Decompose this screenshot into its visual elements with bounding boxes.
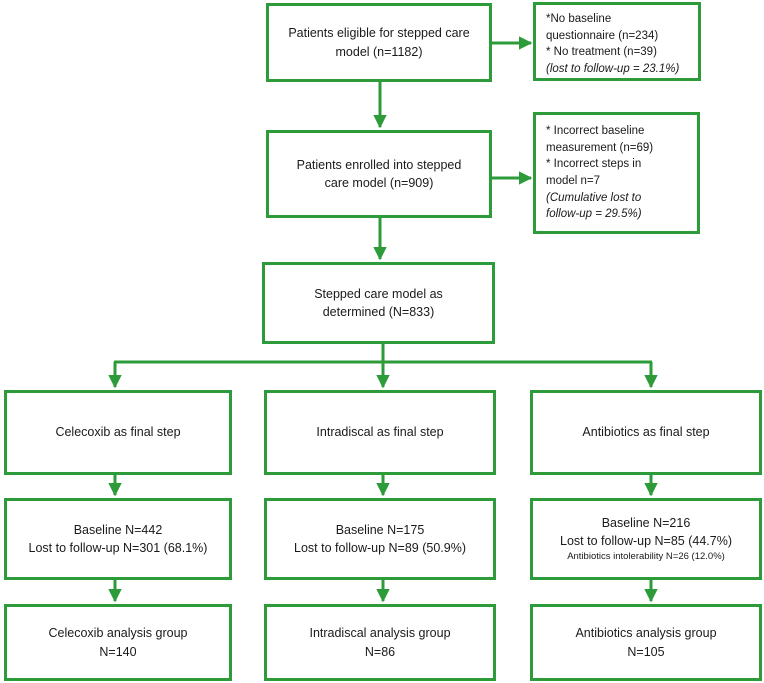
intradiscal-analysis-label: Intradiscal analysis group <box>309 626 451 641</box>
antibiotics-final-step-label: Antibiotics as final step <box>582 425 710 440</box>
exclusion-box-2: * Incorrect baseline measurement (n=69) … <box>533 112 700 234</box>
antibiotics-baseline-box: Baseline N=216 Lost to follow-up N=85 (4… <box>530 498 762 580</box>
intradiscal-lost: Lost to follow-up N=89 (50.9%) <box>294 541 466 555</box>
celecoxib-final-step-label: Celecoxib as final step <box>55 425 181 440</box>
eligible-line-1: Patients eligible for stepped care <box>288 26 470 41</box>
celecoxib-final-step-box: Celecoxib as final step <box>4 390 232 475</box>
antibiotics-analysis-n: N=105 <box>627 644 665 659</box>
intradiscal-baseline-box: Baseline N=175 Lost to follow-up N=89 (5… <box>264 498 496 580</box>
celecoxib-analysis-box: Celecoxib analysis group N=140 <box>4 604 232 681</box>
enrolled-box: Patients enrolled into stepped care mode… <box>266 130 492 218</box>
celecoxib-analysis-label: Celecoxib analysis group <box>48 626 188 641</box>
antibiotics-baseline: Baseline N=216 <box>601 516 691 531</box>
exclusion-box-1: *No baseline questionnaire (n=234) * No … <box>533 2 701 81</box>
exclusion2-item2-a: * Incorrect steps in <box>546 158 642 171</box>
exclusion2-item1-b: measurement (n=69) <box>546 141 654 154</box>
antibiotics-final-step-box: Antibiotics as final step <box>530 390 762 475</box>
intradiscal-baseline: Baseline N=175 <box>335 522 425 537</box>
determined-line-2: determined (N=833) <box>322 305 435 319</box>
intradiscal-final-step-label: Intradiscal as final step <box>316 425 444 440</box>
exclusion2-lost-b: follow-up = 29.5%) <box>546 208 642 221</box>
celecoxib-lost: Lost to follow-up N=301 (68.1%) <box>28 541 208 555</box>
determined-box: Stepped care model as determined (N=833) <box>262 262 495 344</box>
intradiscal-final-step-box: Intradiscal as final step <box>264 390 496 475</box>
antibiotics-analysis-label: Antibiotics analysis group <box>575 626 717 641</box>
exclusion2-lost-a: (Cumulative lost to <box>546 191 642 204</box>
eligible-line-2: model (n=1182) <box>335 44 423 59</box>
antibiotics-lost: Lost to follow-up N=85 (44.7%) <box>560 534 732 549</box>
exclusion1-item1-b: questionnaire (n=234) <box>546 29 659 42</box>
eligible-box: Patients eligible for stepped care model… <box>266 3 492 82</box>
antibiotics-intolerability: Antibiotics intolerability N=26 (12.0%) <box>567 551 725 563</box>
exclusion1-item1-a: *No baseline <box>546 13 612 25</box>
celecoxib-analysis-n: N=140 <box>99 644 137 659</box>
exclusion1-lost: (lost to follow-up = 23.1%) <box>546 63 680 76</box>
exclusion1-item2: * No treatment (n=39) <box>546 46 657 59</box>
enrolled-line-2: care model (n=909) <box>324 176 434 190</box>
celecoxib-baseline: Baseline N=442 <box>73 522 163 537</box>
intradiscal-analysis-box: Intradiscal analysis group N=86 <box>264 604 496 681</box>
exclusion2-item1-a: * Incorrect baseline <box>546 125 645 137</box>
determined-line-1: Stepped care model as <box>314 286 443 301</box>
exclusion2-item2-b: model n=7 <box>546 175 601 188</box>
enrolled-line-1: Patients enrolled into stepped <box>296 157 462 172</box>
antibiotics-analysis-box: Antibiotics analysis group N=105 <box>530 604 762 681</box>
celecoxib-baseline-box: Baseline N=442 Lost to follow-up N=301 (… <box>4 498 232 580</box>
intradiscal-analysis-n: N=86 <box>364 644 396 659</box>
